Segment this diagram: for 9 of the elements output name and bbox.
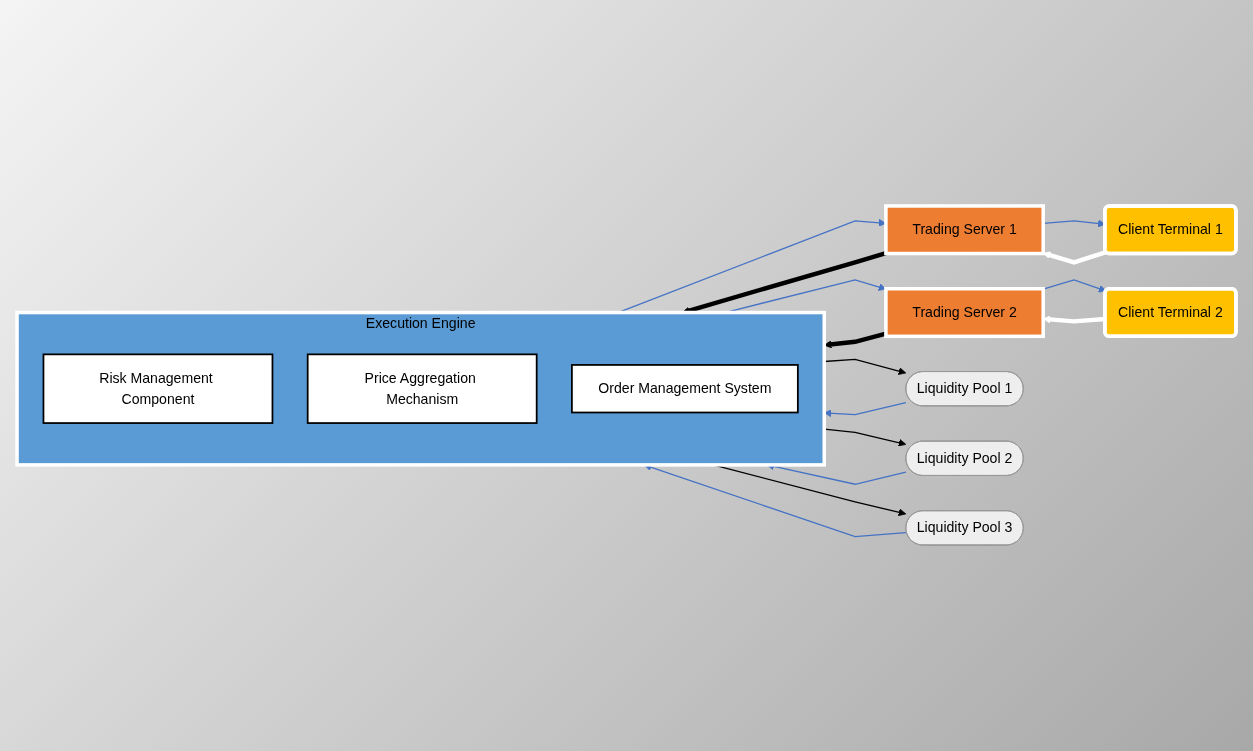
arrow bbox=[1042, 315, 1106, 324]
node-box: Risk Management Component bbox=[42, 353, 274, 424]
node-box: Order Management System bbox=[571, 364, 799, 414]
node-box: Trading Server 1 bbox=[884, 204, 1045, 256]
node-box: Trading Server 2 bbox=[884, 287, 1045, 339]
arrow bbox=[1042, 279, 1107, 293]
arrow bbox=[823, 331, 887, 349]
arrow bbox=[1042, 250, 1107, 265]
node-box: Price Aggregation Mechanism bbox=[306, 353, 538, 424]
